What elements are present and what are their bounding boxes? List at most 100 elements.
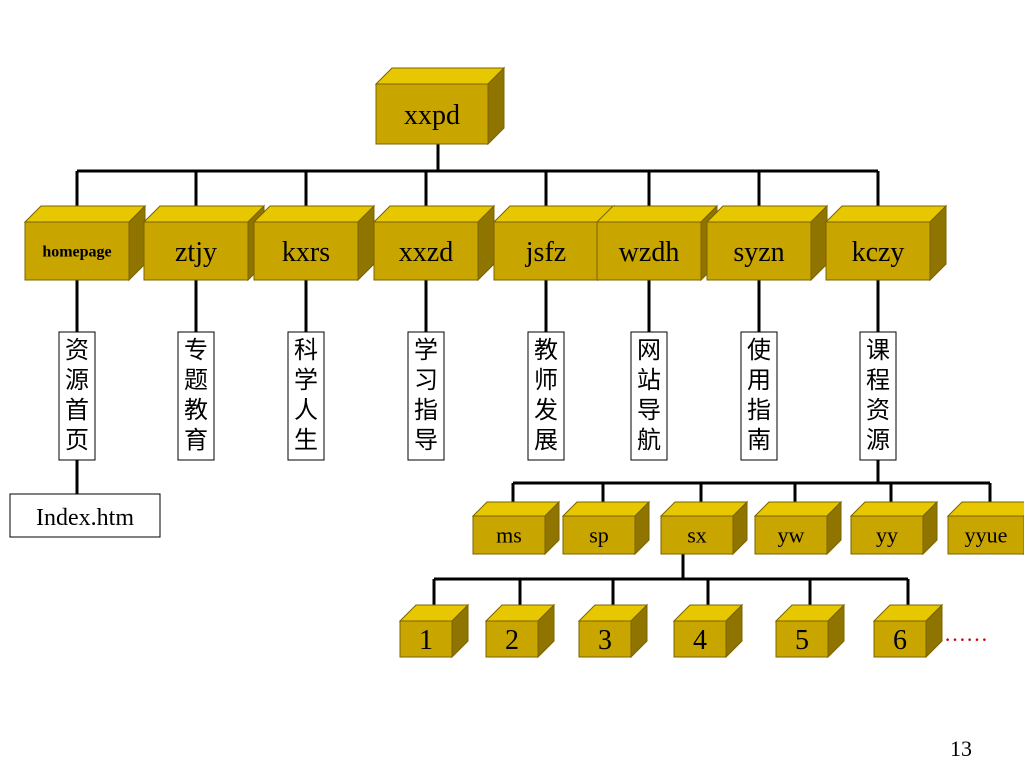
caption-char: 科 — [294, 336, 318, 364]
caption-char: 指 — [747, 396, 771, 424]
caption-char: 人 — [294, 396, 318, 424]
section-node-jsfz[interactable]: jsfz — [492, 204, 616, 282]
box-front-face — [775, 620, 829, 658]
box-label: yw — [778, 523, 805, 548]
grade-node-4[interactable]: 4 — [672, 603, 744, 659]
box-label: homepage — [42, 244, 111, 261]
box-front-face — [375, 83, 489, 145]
caption-box — [859, 331, 897, 461]
caption-char: 使 — [747, 336, 771, 364]
box-label: yy — [876, 523, 898, 548]
page-box — [9, 493, 161, 538]
box-front-face — [373, 221, 479, 281]
caption-char: 资 — [866, 396, 890, 424]
caption-char: 育 — [184, 426, 208, 454]
root-node-xxpd[interactable]: xxpd — [374, 66, 506, 146]
section-node-homepage[interactable]: homepage — [23, 204, 147, 282]
box-top-face — [946, 501, 1024, 517]
caption-char: 导 — [637, 396, 661, 424]
box-front-face — [947, 515, 1024, 555]
box-top-face — [595, 205, 719, 223]
subject-node-sx[interactable]: sx — [659, 500, 749, 556]
box-label: kxrs — [282, 237, 330, 268]
subject-node-yy[interactable]: yy — [849, 500, 939, 556]
subject-node-ms[interactable]: ms — [471, 500, 561, 556]
box-top-face — [471, 501, 561, 517]
box-front-face — [24, 221, 130, 281]
caption-labels: 资源首页Index.htm专题教育科学人生学习指导教师发展网站导航使用指南课程资… — [9, 331, 897, 538]
caption-char: 源 — [866, 426, 890, 454]
caption-box — [177, 331, 215, 461]
caption-char: 资 — [65, 336, 89, 364]
box-front-face — [706, 221, 812, 281]
caption-char: 航 — [637, 426, 661, 454]
box-top-face — [492, 205, 616, 223]
grade-node-2[interactable]: 2 — [484, 603, 556, 659]
caption-char: 学 — [414, 336, 438, 364]
section-node-kczy[interactable]: kczy — [824, 204, 948, 282]
box-front-face — [596, 221, 702, 281]
box-label: 4 — [693, 625, 707, 656]
subject-node-yyue[interactable]: yyue — [946, 501, 1024, 556]
box-top-face — [659, 501, 749, 517]
grade-node-3[interactable]: 3 — [577, 603, 649, 659]
box-top-face — [372, 205, 496, 223]
section-node-syzn[interactable]: syzn — [705, 204, 829, 282]
page-node-index[interactable]: Index.htm — [9, 493, 161, 538]
caption-char: 导 — [414, 426, 438, 454]
box-top-face — [705, 205, 829, 223]
box-front-face — [825, 221, 931, 281]
box-front-face — [850, 515, 924, 555]
box-front-face — [562, 515, 636, 555]
caption-char: 指 — [414, 396, 438, 424]
grade-node-6[interactable]: 6 — [872, 603, 944, 659]
grade-node-1[interactable]: 1 — [398, 603, 470, 659]
caption-char: 发 — [534, 396, 558, 424]
section-node-ztjy[interactable]: ztjy — [142, 204, 266, 282]
box-front-face — [754, 515, 828, 555]
subject-node-yw[interactable]: yw — [753, 500, 843, 556]
section-node-xxzd[interactable]: xxzd — [372, 204, 496, 282]
box-top-face — [753, 501, 843, 517]
caption-char: 展 — [534, 426, 558, 454]
box-top-face — [824, 205, 948, 223]
subject-node-sp[interactable]: sp — [561, 500, 651, 556]
caption-box — [740, 331, 778, 461]
box-top-face — [23, 205, 147, 223]
section-node-kxrs[interactable]: kxrs — [252, 204, 376, 282]
box-label: yyue — [965, 523, 1008, 548]
box-label: 1 — [419, 625, 433, 656]
box-front-face — [485, 620, 539, 658]
box-label: syzn — [733, 237, 784, 268]
caption-box — [407, 331, 445, 461]
caption-box — [630, 331, 668, 461]
grade-node-5[interactable]: 5 — [774, 603, 846, 659]
caption-char: 专 — [184, 336, 208, 364]
caption-char: 题 — [184, 366, 208, 394]
box-front-face — [660, 515, 734, 555]
connector-lines — [75, 144, 992, 607]
page-label: Index.htm — [36, 505, 134, 531]
caption-char: 用 — [747, 366, 771, 394]
caption-char: 生 — [294, 426, 318, 454]
caption-char: 源 — [65, 366, 89, 394]
section-node-wzdh[interactable]: wzdh — [595, 204, 719, 282]
box-label: 3 — [598, 625, 612, 656]
caption-char: 教 — [534, 336, 558, 364]
continuation-dots: …… — [944, 621, 988, 646]
box-front-face — [493, 221, 599, 281]
box-front-face — [472, 515, 546, 555]
box-front-face — [873, 620, 927, 658]
caption-char: 首 — [65, 396, 89, 424]
box-label: kczy — [852, 237, 905, 268]
box-top-face — [849, 501, 939, 517]
